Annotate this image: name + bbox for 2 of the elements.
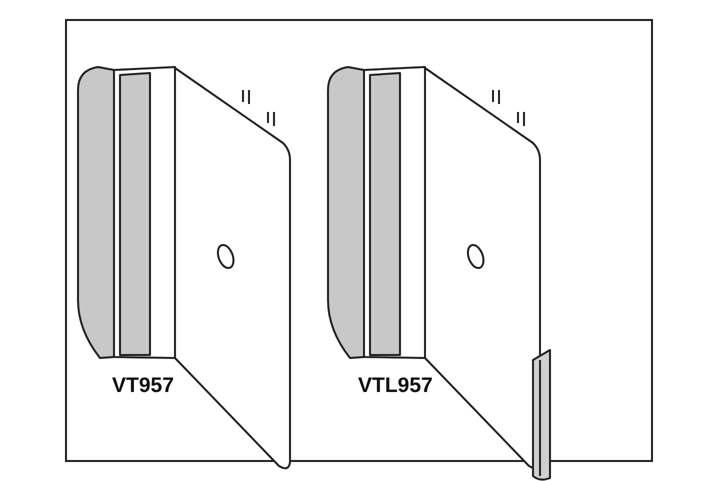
model-label: VTL957 bbox=[358, 374, 433, 398]
model-label: VT957 bbox=[112, 374, 174, 398]
